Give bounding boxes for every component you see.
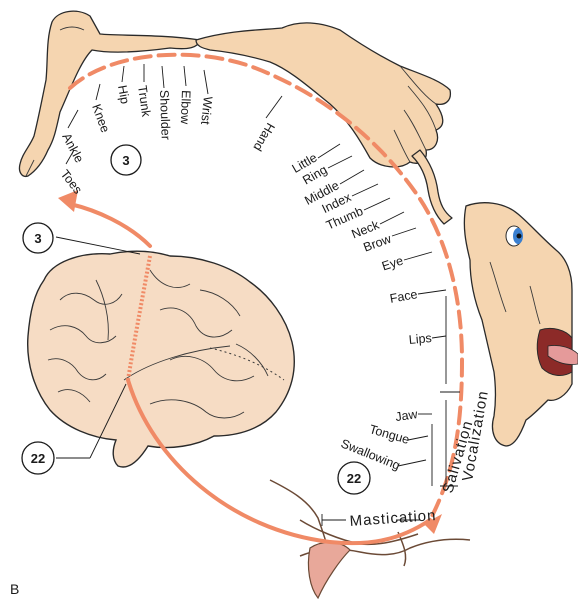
label-lips: Lips [408, 331, 432, 347]
callout-lower-brain-number: 22 [31, 451, 45, 466]
label-elbow: Elbow [178, 90, 193, 125]
callout-upper-map-number: 3 [122, 153, 129, 168]
label-toes: Toes [58, 167, 85, 196]
label-trunk: Trunk [135, 84, 153, 118]
callout-lower-brain: 22 [22, 442, 54, 474]
label-wrist: Wrist [198, 96, 215, 126]
callout-lower-map: 22 [338, 462, 370, 494]
leg-icon [19, 11, 200, 176]
label-tongue: Tongue [368, 422, 411, 447]
label-ankle: Ankle [59, 131, 86, 165]
neuron-icon [270, 480, 470, 598]
brain-icon [28, 251, 295, 467]
label-shoulder: Shoulder [157, 90, 173, 141]
label-jaw: Jaw [394, 407, 419, 424]
callout-lower-map-number: 22 [347, 471, 361, 486]
label-face: Face [389, 287, 419, 306]
callout-upper-brain-number: 3 [34, 231, 41, 246]
label-mastication: Mastication [349, 507, 437, 530]
label-eye: Eye [380, 254, 405, 274]
label-hand: Hand [250, 121, 277, 154]
arc-to-toes [70, 204, 150, 246]
callout-upper-map: 3 [111, 145, 141, 175]
label-knee: Knee [89, 102, 112, 134]
callout-upper-brain: 3 [23, 223, 53, 253]
panel-label: B [10, 581, 19, 597]
label-hip: Hip [115, 84, 132, 105]
